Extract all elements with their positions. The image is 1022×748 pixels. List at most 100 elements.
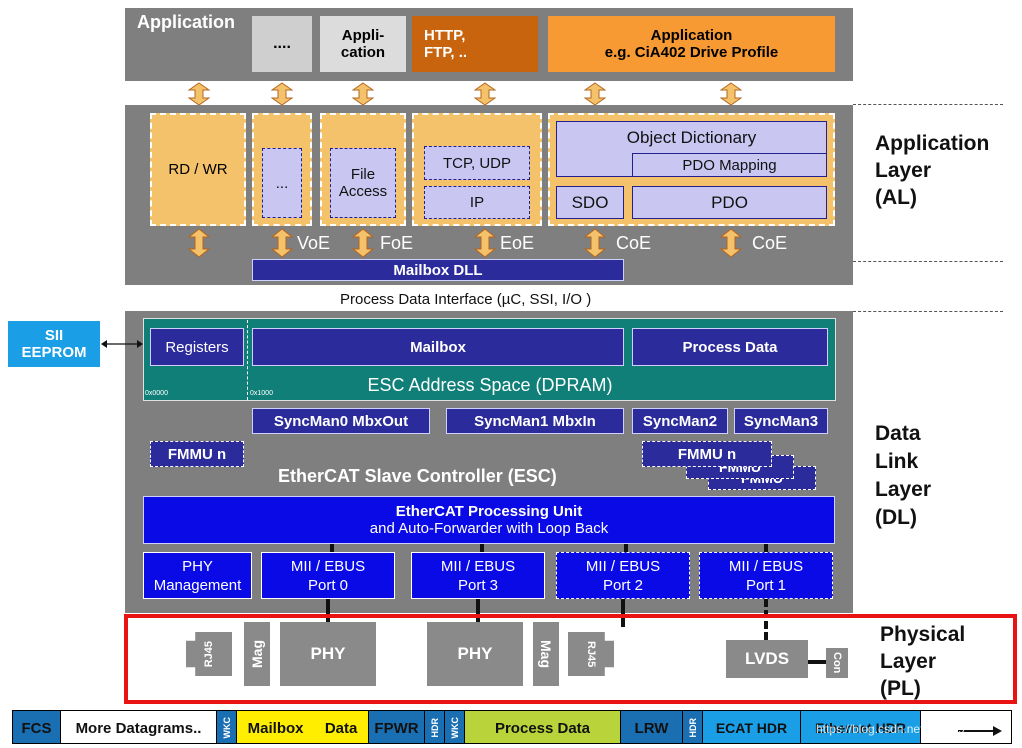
fmmu-stack-front: FMMU n — [642, 441, 772, 467]
app-cia-box: Application e.g. CiA402 Drive Profile — [548, 16, 835, 72]
double-arrow-icon — [188, 228, 210, 258]
frame-wkc-2: WKC — [445, 711, 465, 743]
mag-right-label: Mag — [538, 640, 554, 668]
addr-1000-label: 0x1000 — [250, 390, 273, 397]
frame-mailbox-data: Mailbox Data — [237, 711, 369, 743]
frame-hdr-1-label: HDR — [429, 718, 440, 738]
phy-right-box: PHY — [427, 622, 523, 686]
watermark-text: https://blog.csdn.net/pwl999 — [816, 722, 965, 736]
port2-box: MII / EBUS Port 2 — [556, 552, 690, 599]
phy-left-box: PHY — [280, 622, 376, 686]
port0-box: MII / EBUS Port 0 — [261, 552, 395, 599]
lvds-box: LVDS — [726, 640, 808, 678]
coe-label-1: CoE — [616, 233, 652, 253]
frame-hdr-1: HDR — [425, 711, 445, 743]
double-arrow-icon — [188, 82, 210, 106]
frame-ethernet-hdr: Ethernet HDR — [801, 711, 921, 743]
esc-address-space-label: ESC Address Space (DPRAM) — [367, 374, 613, 395]
frame-bar: FCS More Datagrams.. WKC Mailbox Data FP… — [12, 710, 1012, 744]
double-arrow-icon — [352, 82, 374, 106]
double-arrow-icon — [474, 228, 496, 258]
al-top-separator — [853, 104, 1003, 105]
processing-unit-line1: EtherCAT Processing Unit — [395, 503, 583, 520]
mag-left-box: Mag — [244, 622, 270, 686]
frame-wkc-1-label: WKC — [221, 717, 232, 739]
frame-direction-arrow-icon — [958, 723, 1002, 741]
port1-box: MII / EBUS Port 1 — [699, 552, 833, 599]
dots-inner-box: ... — [262, 148, 302, 218]
double-arrow-icon — [584, 82, 606, 106]
physical-layer-label: Physical Layer (PL) — [880, 623, 966, 700]
mailbox-dll-bar: Mailbox DLL — [252, 259, 624, 281]
frame-hdr-2-label: HDR — [687, 718, 698, 738]
frame-wkc-2-label: WKC — [449, 717, 460, 739]
port1-down-link — [764, 599, 768, 641]
double-arrow-icon — [584, 228, 606, 258]
double-arrow-icon — [352, 228, 374, 258]
frame-fpwr: FPWR — [369, 711, 425, 743]
port3-box: MII / EBUS Port 3 — [411, 552, 545, 599]
epu-port2-link — [624, 544, 628, 554]
process-data-box: Process Data — [632, 328, 828, 366]
al-bottom-separator — [853, 261, 1003, 262]
frame-process-data: Process Data — [465, 711, 621, 743]
sii-eeprom-box: SII EEPROM — [8, 321, 100, 367]
application-title: Application — [137, 12, 235, 32]
app-dots-box: .... — [252, 16, 312, 72]
syncman2-box: SyncMan2 — [632, 408, 728, 434]
syncman0-box: SyncMan0 MbxOut — [252, 408, 430, 434]
application-layer-label: Application Layer (AL) — [875, 132, 990, 209]
double-arrow-icon — [271, 228, 293, 258]
frame-hdr-2: HDR — [683, 711, 703, 743]
foe-label: FoE — [380, 233, 414, 253]
processing-unit-box: EtherCAT Processing Unit and Auto-Forwar… — [143, 496, 835, 544]
sdo-box: SDO — [556, 186, 624, 219]
con-label: Con — [831, 652, 843, 674]
pdo-box: PDO — [632, 186, 827, 219]
processing-unit-line2: and Auto-Forwarder with Loop Back — [369, 520, 609, 537]
syncman1-box: SyncMan1 MbxIn — [446, 408, 624, 434]
syncman3-box: SyncMan3 — [734, 408, 828, 434]
rdwr-box: RD / WR — [150, 113, 246, 226]
tcp-udp-box: TCP, UDP — [424, 146, 530, 180]
frame-tail — [921, 711, 1011, 743]
eeprom-link-arrow — [100, 337, 144, 355]
data-link-layer-label: Data Link Layer (DL) — [875, 422, 932, 529]
frame-wkc-1: WKC — [217, 711, 237, 743]
voe-label: VoE — [297, 233, 331, 253]
lvds-con-link — [808, 660, 826, 664]
eoe-label: EoE — [500, 233, 535, 253]
rj45-right-label: RJ45 — [585, 640, 597, 668]
port3-down-link — [476, 599, 480, 623]
frame-lrw: LRW — [621, 711, 683, 743]
pdo-mapping-box: PDO Mapping — [632, 153, 827, 177]
mag-left-label: Mag — [249, 640, 265, 668]
registers-box: Registers — [150, 328, 244, 366]
phy-management-box: PHY Management — [143, 552, 252, 599]
rj45-left-label: RJ45 — [203, 640, 215, 668]
port0-down-link — [326, 599, 330, 623]
frame-data-label: Data — [324, 719, 358, 737]
ip-box: IP — [424, 186, 530, 219]
app-http-box: HTTP, FTP, .. — [412, 16, 538, 72]
frame-more-datagrams: More Datagrams.. — [61, 711, 217, 743]
port2-down-link — [621, 599, 625, 627]
epu-port0-link — [330, 544, 334, 554]
double-arrow-icon — [720, 228, 742, 258]
file-access-box: File Access — [330, 148, 396, 218]
coe-label-2: CoE — [752, 233, 788, 253]
con-box: Con — [826, 648, 848, 678]
frame-ecat-hdr: ECAT HDR — [703, 711, 801, 743]
fmmu-left-box: FMMU n — [150, 441, 244, 467]
epu-port1-link — [764, 544, 768, 554]
app-application-box: Appli- cation — [320, 16, 406, 72]
physical-layer-frame — [124, 614, 1017, 704]
mag-right-box: Mag — [533, 622, 559, 686]
double-arrow-icon — [720, 82, 742, 106]
double-arrow-icon — [474, 82, 496, 106]
mailbox-box: Mailbox — [252, 328, 624, 366]
process-data-interface-label: Process Data Interface (µC, SSI, I/O ) — [340, 291, 592, 308]
esc-label: EtherCAT Slave Controller (ESC) — [278, 466, 557, 486]
epu-port3-link — [480, 544, 484, 554]
frame-fcs: FCS — [13, 711, 61, 743]
